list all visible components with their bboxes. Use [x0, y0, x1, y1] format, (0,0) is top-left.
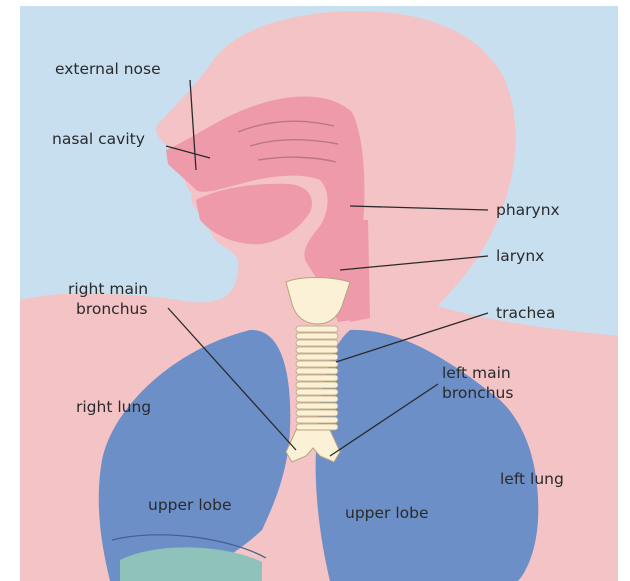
trachea-ring: [296, 361, 338, 367]
trachea-ring: [296, 403, 338, 409]
trachea-ring: [296, 326, 338, 332]
trachea-ring: [296, 382, 338, 388]
trachea-ring: [296, 417, 338, 423]
label-nasal-cavity: nasal cavity: [52, 130, 145, 148]
label-right-lung: right lung: [76, 398, 151, 416]
label-right-main-line1: right main: [68, 280, 148, 298]
trachea-ring: [296, 396, 338, 402]
label-left-main-line2: bronchus: [442, 384, 513, 402]
label-pharynx: pharynx: [496, 201, 560, 219]
trachea-ring: [296, 354, 338, 360]
trachea-ring: [296, 375, 338, 381]
trachea-ring: [296, 347, 338, 353]
label-right-main-line2: bronchus: [76, 300, 147, 318]
trachea-ring: [296, 424, 338, 430]
trachea-ring: [296, 368, 338, 374]
label-trachea: trachea: [496, 304, 555, 322]
label-external-nose: external nose: [55, 60, 161, 78]
trachea-ring: [296, 410, 338, 416]
trachea-structure: [296, 326, 338, 430]
trachea-ring: [296, 333, 338, 339]
label-upper-lobe-left: upper lobe: [345, 504, 429, 522]
label-left-lung: left lung: [500, 470, 564, 488]
label-left-main-line1: left main: [442, 364, 511, 382]
trachea-ring: [296, 389, 338, 395]
trachea-ring: [296, 340, 338, 346]
label-upper-lobe-right: upper lobe: [148, 496, 232, 514]
label-larynx: larynx: [496, 247, 544, 265]
